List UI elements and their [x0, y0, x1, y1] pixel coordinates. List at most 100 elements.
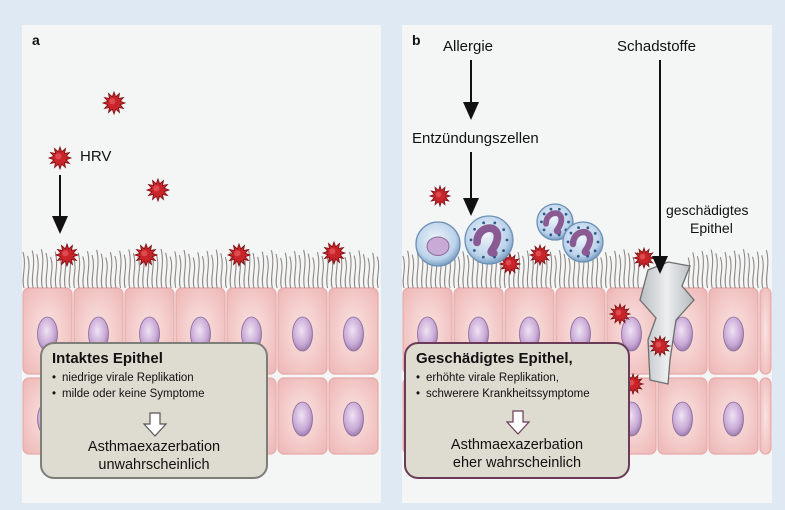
cilium [36, 254, 39, 289]
cilium [289, 256, 292, 289]
box-a-bullet-1: niedrige virale Replikation [52, 370, 256, 386]
cilium [201, 256, 205, 289]
cilium [220, 253, 223, 289]
cilium [752, 256, 755, 289]
cilium [558, 250, 562, 289]
box-a-down-arrow-icon [142, 412, 168, 437]
intact-epithelium-box: Intaktes Epithel niedrige virale Replika… [40, 342, 268, 479]
virus-particle-icon [498, 252, 522, 276]
box-b-conclusion-line2: eher wahrscheinlich [452, 455, 582, 471]
cilium [114, 255, 117, 289]
cilium [407, 250, 410, 289]
cilium [609, 255, 612, 289]
cilium [96, 249, 99, 289]
box-a-bullet-2: milde oder keine Symptome [52, 386, 256, 402]
cilium [183, 249, 186, 289]
cilium [31, 250, 35, 289]
cilium [466, 255, 470, 289]
cilium [522, 255, 525, 289]
cilium [457, 256, 461, 289]
cilium [756, 251, 760, 289]
pollutants-label: Schadstoffe [617, 38, 696, 55]
cilium [174, 251, 177, 289]
cilium [40, 249, 44, 289]
damaged-epithelium-label-line2: Epithel [690, 220, 733, 236]
cell-nucleus [723, 316, 744, 352]
cilium [706, 254, 709, 289]
cilium [165, 252, 168, 289]
eosinophil-icon [464, 215, 514, 265]
cilium [188, 253, 191, 289]
cilium [321, 255, 324, 289]
inflammation-cells-label: Entzündungszellen [412, 130, 539, 147]
mast-cell-icon [415, 221, 461, 267]
cell-nucleus [723, 401, 744, 437]
cilium [376, 256, 380, 289]
cilium [132, 253, 136, 289]
cilium [275, 253, 278, 289]
cilium [742, 249, 746, 289]
panel-b-letter: b [412, 32, 421, 48]
cilium [738, 254, 741, 289]
cilium [710, 249, 714, 289]
cilium [178, 255, 182, 289]
cilium [252, 252, 255, 289]
box-a-bullets: niedrige virale Replikation milde oder k… [52, 370, 256, 402]
virus-particle-icon [632, 246, 656, 270]
box-b-title: Geschädigtes Epithel, [416, 350, 573, 367]
virus-particle-icon [528, 243, 552, 267]
cilium [197, 252, 200, 289]
epithelial-damage-gap [639, 261, 695, 385]
cilium [22, 251, 25, 289]
cilium [45, 252, 48, 289]
epithelial-cell [759, 287, 772, 375]
cilium [82, 256, 85, 289]
cilium [73, 257, 76, 289]
cilium [266, 255, 269, 289]
cilium [358, 250, 361, 289]
cilium [367, 257, 370, 289]
damaged-epithelium-label-line1: geschädigtes [666, 202, 749, 218]
virus-particle-icon [47, 145, 73, 171]
cilium [563, 253, 566, 289]
cilium [303, 249, 306, 289]
virus-particle-icon [648, 334, 672, 358]
cilium [86, 251, 90, 289]
cell-nucleus [672, 401, 693, 437]
cilium [119, 250, 122, 289]
cilium [687, 257, 691, 289]
cilium [719, 257, 723, 289]
cilium [215, 249, 219, 289]
box-a-conclusion-line2: unwahrscheinlich [98, 457, 210, 473]
virus-particle-icon [133, 242, 159, 268]
cilium [206, 250, 209, 289]
cilium [298, 254, 301, 289]
virus-particle-icon [321, 240, 347, 266]
cilium [169, 256, 173, 289]
cilium [517, 251, 520, 289]
cilium [362, 254, 366, 289]
cilium [270, 250, 274, 289]
cilium [261, 251, 265, 289]
virus-particle-icon [145, 177, 171, 203]
cilium [293, 251, 297, 289]
panel-a-letter: a [32, 32, 40, 48]
cilium [128, 249, 131, 289]
cilium [91, 254, 94, 289]
cilium [105, 257, 108, 289]
box-b-down-arrow-icon [505, 410, 531, 435]
cell-nucleus [621, 316, 642, 352]
cilium [733, 250, 737, 289]
box-a-title: Intaktes Epithel [52, 350, 163, 367]
virus-particle-icon [428, 184, 452, 208]
cilium [724, 251, 727, 289]
cell-nucleus [343, 316, 364, 352]
cilium [696, 256, 700, 289]
cilium [224, 257, 228, 289]
hrv-label: HRV [80, 148, 112, 165]
cilium [765, 250, 769, 289]
cilium [729, 255, 732, 289]
cilium [600, 257, 603, 289]
virus-particle-icon [54, 242, 80, 268]
